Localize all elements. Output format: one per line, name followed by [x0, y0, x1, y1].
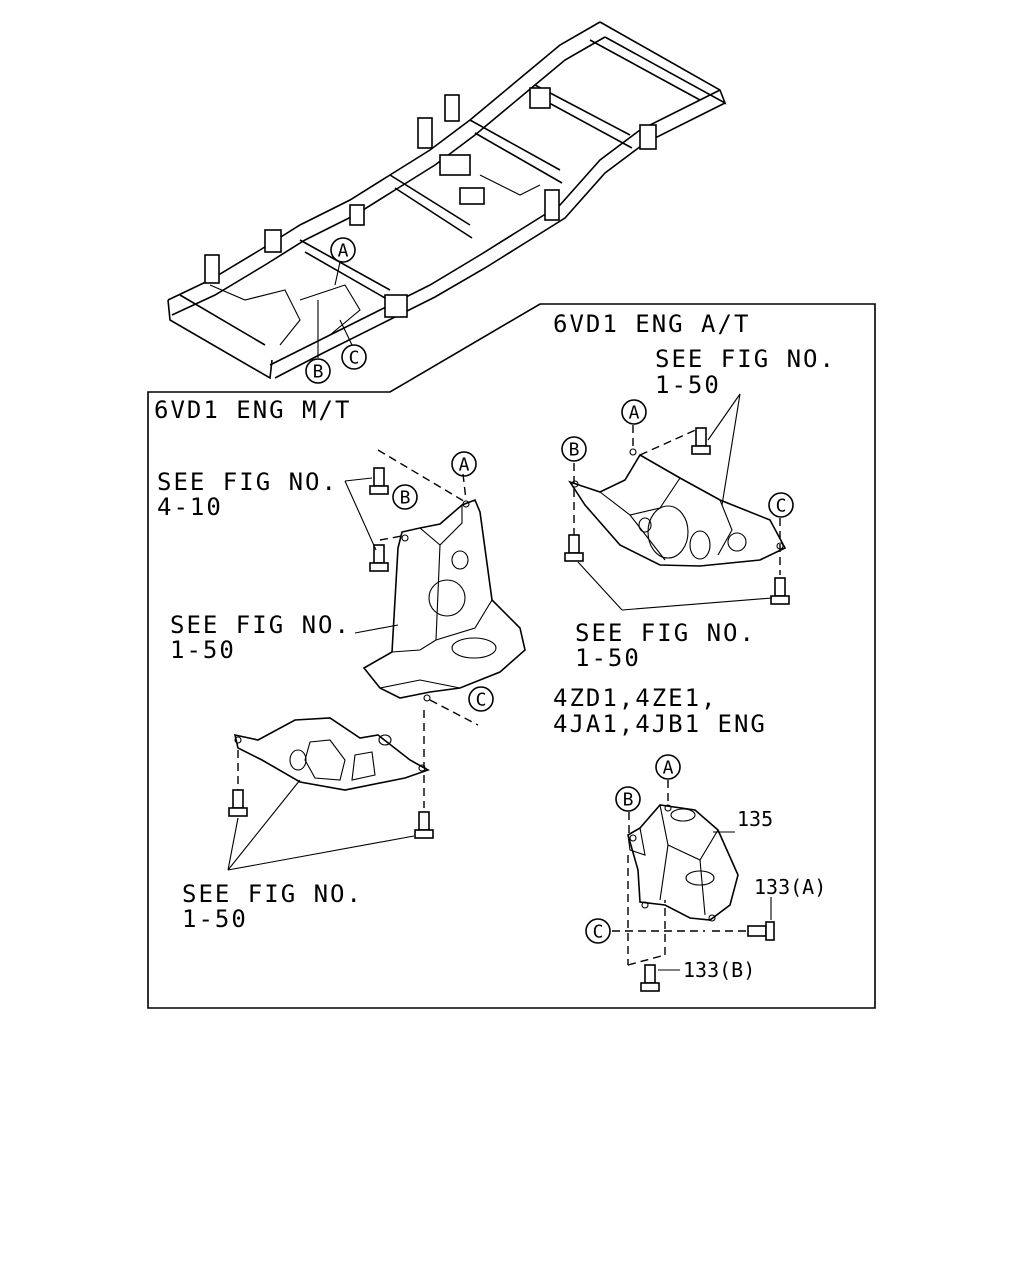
bolt-133a — [747, 921, 775, 941]
mt-see-fig-middle-text: SEE FIG NO. — [170, 611, 351, 639]
detail-frame — [147, 303, 876, 1009]
part-135-bracket — [627, 804, 739, 922]
chassis-frame — [167, 21, 727, 380]
at-see-fig-bottom-text: SEE FIG NO. — [575, 619, 756, 647]
mt-bolt-lower-left — [228, 789, 248, 817]
chassis-callout-b: B — [305, 358, 331, 384]
at-see-fig-text: SEE FIG NO. — [655, 345, 836, 373]
mt-bolt-lower-right — [414, 811, 434, 839]
mt-callout-b-letter: B — [400, 488, 411, 509]
at-bolt-right — [770, 577, 790, 605]
mt-fig-number-bottom: 1-50 — [182, 905, 248, 933]
four-cyl-callout-c: C — [585, 918, 611, 944]
at-bolt-top — [691, 427, 711, 455]
chassis-callout-a-letter: A — [338, 241, 349, 262]
mt-bolt-upper-1 — [369, 467, 389, 495]
at-callout-a: A — [621, 399, 647, 425]
at-callout-a-letter: A — [629, 403, 640, 424]
at-bolt-left — [564, 534, 584, 562]
four-cyl-callout-a-letter: A — [663, 758, 674, 779]
four-cyl-callout-b: B — [615, 786, 641, 812]
part-number-133b: 133(B) — [683, 958, 755, 982]
chassis-callout-a: A — [330, 237, 356, 263]
mt-upper-bracket — [362, 498, 526, 702]
at-bracket — [568, 448, 787, 567]
at-callout-c: C — [768, 492, 794, 518]
mt-see-fig-bottom-text: SEE FIG NO. — [182, 880, 363, 908]
variant-label-6vd1-mt: 6VD1 ENG M/T — [154, 396, 351, 424]
mt-callout-a-letter: A — [459, 455, 470, 476]
chassis-callout-c: C — [341, 344, 367, 370]
variant-label-6vd1-at: 6VD1 ENG A/T — [553, 310, 750, 338]
at-fig-number-bottom: 1-50 — [575, 644, 641, 672]
mt-see-fig-top-text: SEE FIG NO. — [157, 468, 338, 496]
mt-callout-c: C — [468, 686, 494, 712]
mt-callout-a: A — [451, 451, 477, 477]
mt-bolt-upper-2 — [369, 544, 389, 572]
chassis-callout-c-letter: C — [349, 348, 360, 369]
at-callout-c-letter: C — [776, 496, 787, 517]
chassis-callout-b-letter: B — [313, 362, 324, 383]
mt-callout-c-letter: C — [476, 690, 487, 711]
mt-callout-b: B — [392, 484, 418, 510]
mt-fig-number-4-10: 4-10 — [157, 493, 223, 521]
mt-lower-bracket — [233, 717, 430, 791]
four-cyl-callout-b-letter: B — [623, 790, 634, 811]
part-number-135: 135 — [737, 807, 773, 831]
at-callout-b-letter: B — [569, 440, 580, 461]
at-fig-number-top: 1-50 — [655, 371, 721, 399]
part-number-133a: 133(A) — [754, 875, 826, 899]
mt-fig-number-middle: 1-50 — [170, 636, 236, 664]
four-cyl-callout-c-letter: C — [593, 922, 604, 943]
at-callout-b: B — [561, 436, 587, 462]
variant-label-4cyl-line2: 4JA1,4JB1 ENG — [553, 710, 767, 738]
four-cyl-callout-a: A — [655, 754, 681, 780]
bolt-133b — [640, 964, 660, 992]
variant-label-4cyl-line1: 4ZD1,4ZE1, — [553, 684, 718, 712]
